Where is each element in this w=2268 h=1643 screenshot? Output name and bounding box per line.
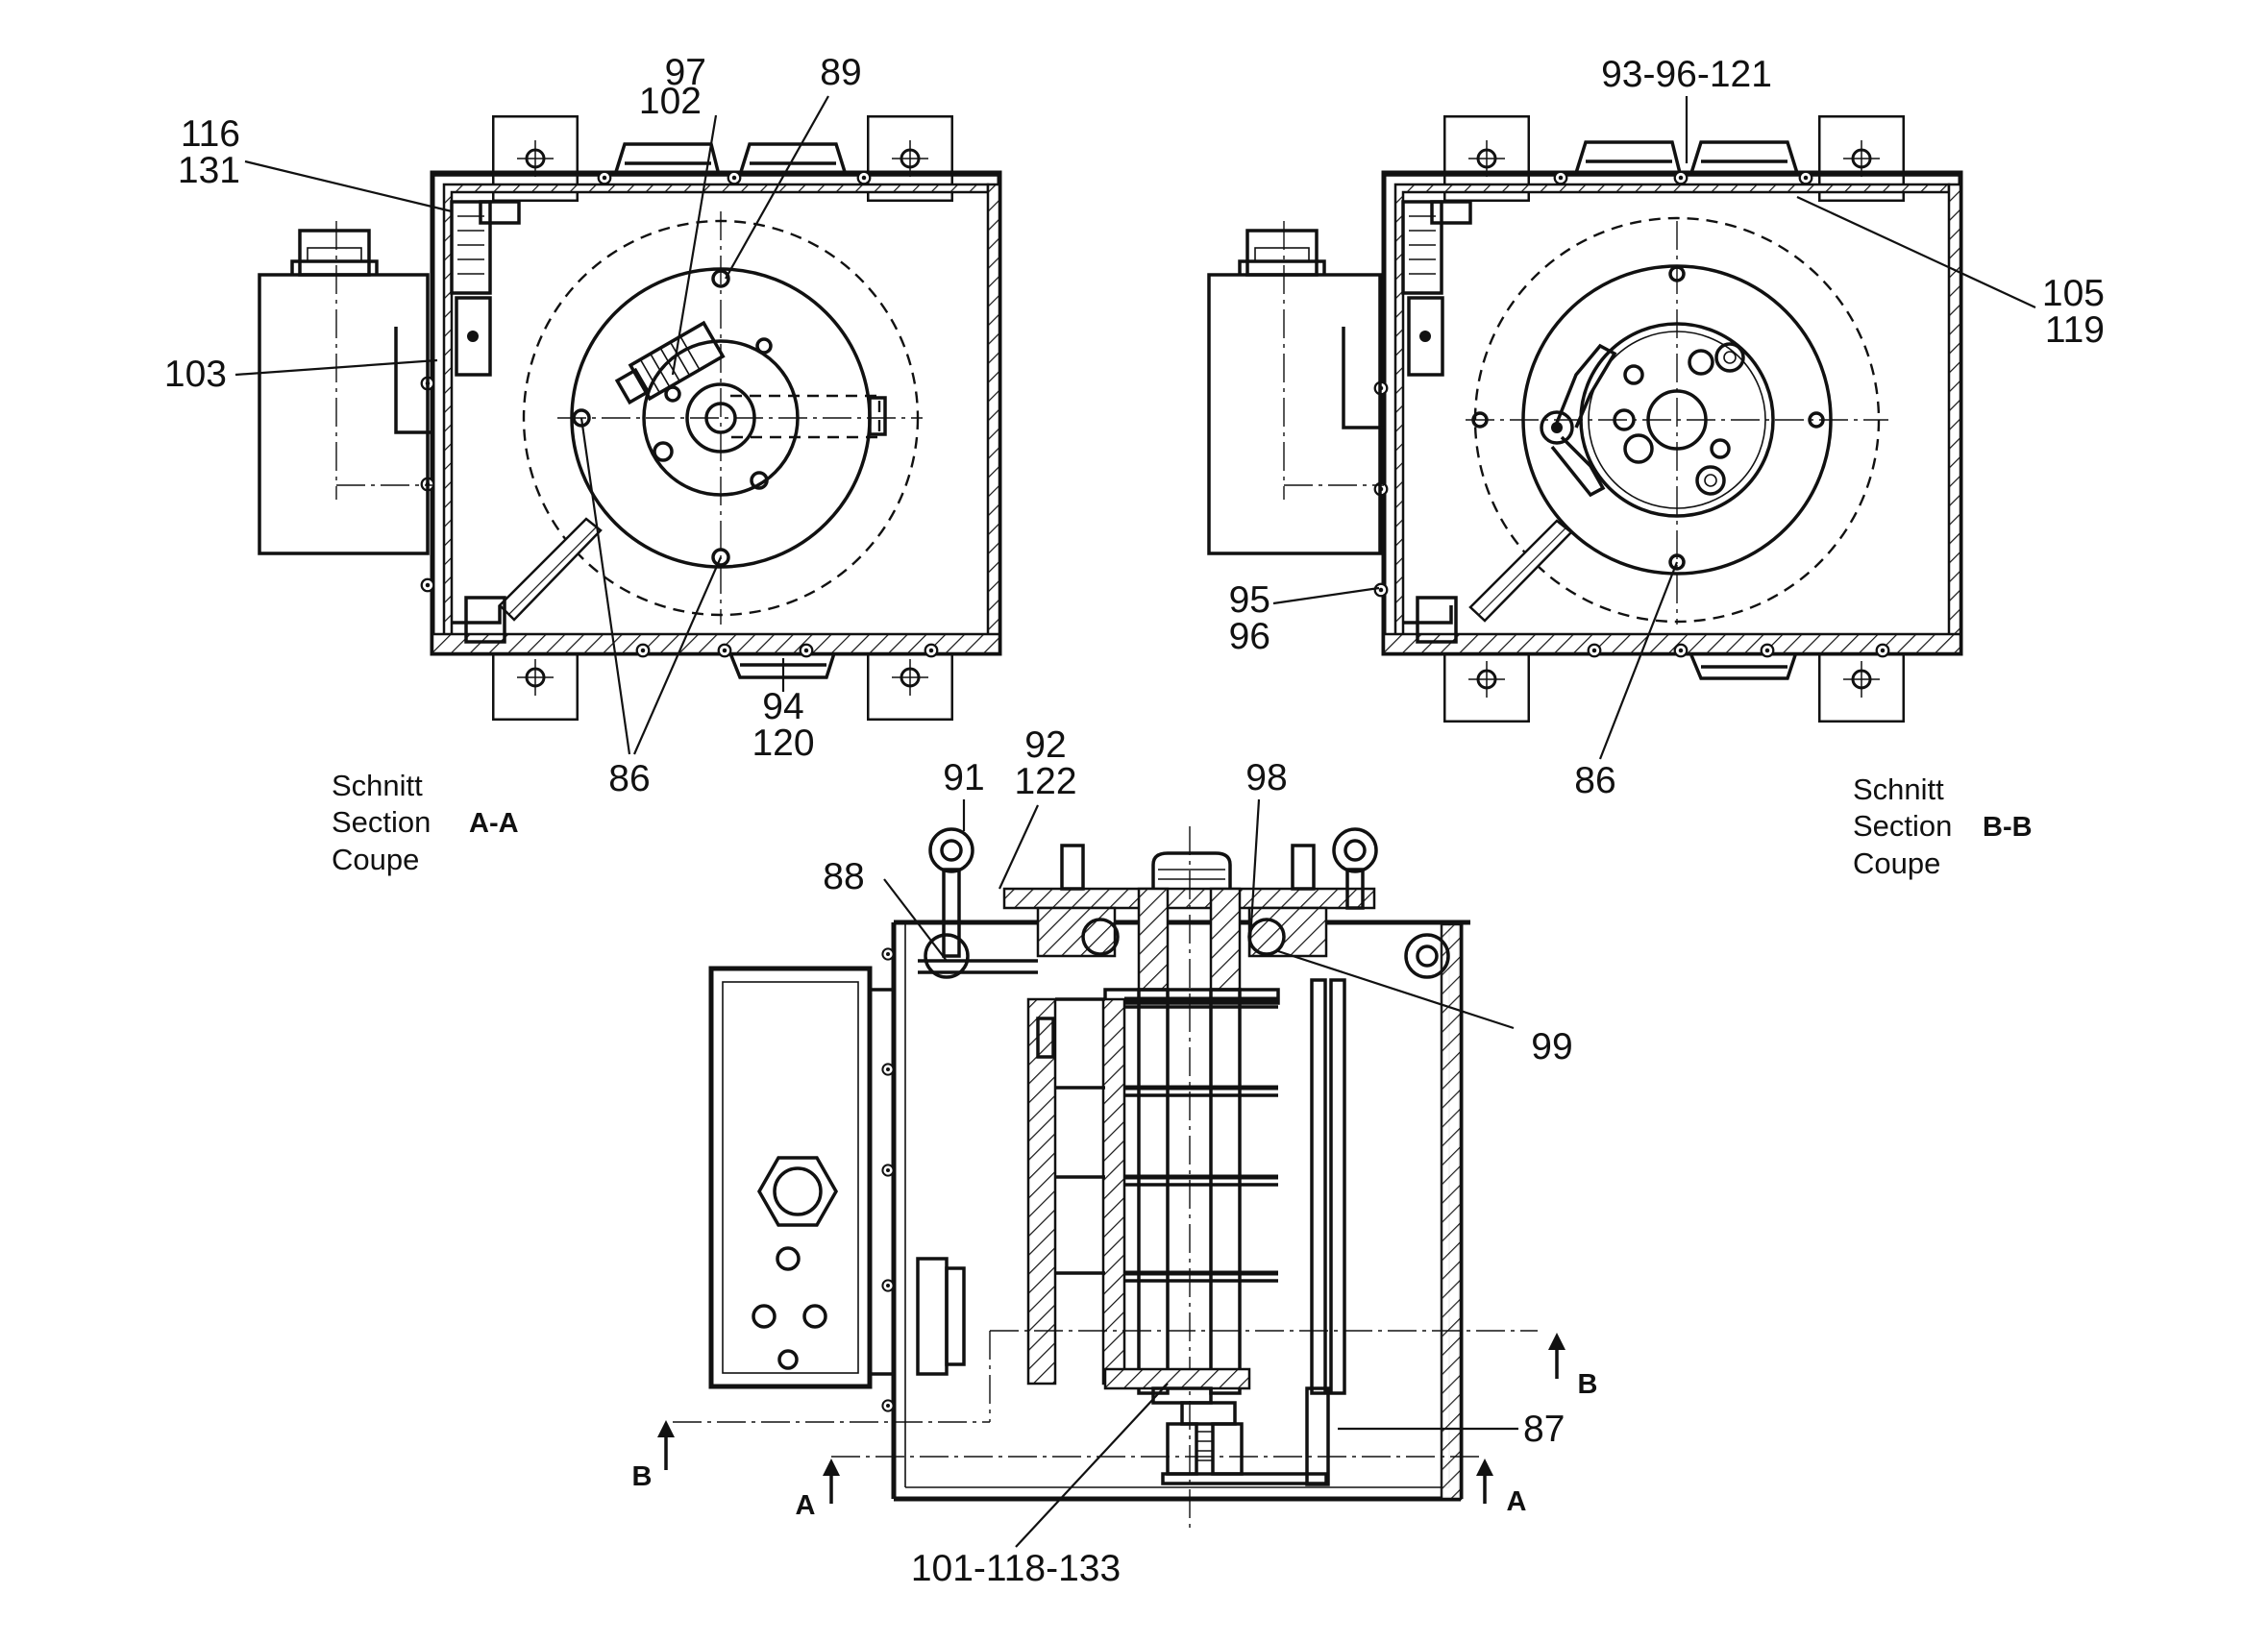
front-view-labels: 91 92 122 98 88 99 87 101-118-133 B B A … [632,724,1598,1589]
callout-101-118-133: 101-118-133 [911,1548,1121,1589]
cut-mark-b-right: B [1578,1369,1598,1400]
leader-line [1796,196,2036,308]
housing-outline [1381,170,1963,656]
callout-99: 99 [1531,1026,1572,1067]
eyebolt [1332,827,1378,873]
slip-ring [1055,997,1105,1275]
terminal-box [708,966,873,1389]
section-designation: B-B [1983,812,2033,843]
section-label-line-1: Schnitt [1853,772,1944,806]
callout-98: 98 [1245,757,1287,798]
callout-87: 87 [1523,1409,1565,1450]
leader-line [234,358,438,377]
section-aa-view [258,115,1002,721]
callout-116: 116 [181,113,240,155]
callout-86: 86 [1574,760,1615,801]
section-label-line-3: Coupe [332,843,419,876]
front-view [673,826,1538,1528]
eyebolt [928,827,974,873]
carry-handle [1689,654,1797,680]
section-aa-labels: 97 102 89 116 131 103 94 120 86 Schnitt … [164,52,862,876]
leader-line [1015,1383,1169,1548]
leader-line [671,114,718,376]
leader-line [998,804,1039,890]
section-label-line-2: Section [1853,809,1952,843]
cut-mark-a-right: A [1507,1486,1527,1517]
section-designation: A-A [469,808,519,839]
callout-91: 91 [943,757,984,798]
leader-line [1598,561,1679,760]
section-bb-labels: 93-96-121 105 119 95 96 86 Schnitt Secti… [1229,54,2105,880]
callout-89: 89 [820,52,861,93]
leader-line [1277,949,1515,1030]
section-label-line-1: Schnitt [332,769,423,802]
housing-outline [430,170,1002,656]
callout-92: 92 [1024,724,1066,766]
leader-line [725,95,829,280]
callout-105: 105 [2042,273,2105,314]
callout-86: 86 [608,758,650,799]
callout-88: 88 [823,856,864,897]
carry-handle [613,142,721,176]
carry-handle [1574,140,1682,174]
slip-ring [1124,996,1278,1276]
leader-line [1272,586,1380,605]
callout-93-96-121: 93-96-121 [1601,54,1772,95]
leader-line [1247,798,1261,957]
section-label-line-2: Section [332,805,431,839]
callout-131: 131 [178,150,240,191]
callout-95: 95 [1229,579,1270,621]
leader-line [244,159,453,213]
callout-96: 96 [1229,616,1270,657]
cut-mark-b-left: B [632,1461,653,1492]
callout-120: 120 [752,723,814,764]
callout-97: 97 [665,52,706,93]
terminal-box [258,273,430,555]
carry-handle [738,142,848,176]
callout-119: 119 [2045,309,2105,351]
terminal-box [1207,273,1382,555]
section-bb-view [1207,115,1963,723]
cut-mark-a-left: A [796,1490,816,1521]
carry-handle [1689,140,1799,174]
callout-94: 94 [762,686,803,727]
callout-103: 103 [164,354,227,395]
leader-line [883,878,948,962]
callout-122: 122 [1014,761,1076,802]
housing-outline [891,922,1464,1502]
section-label-line-3: Coupe [1853,846,1940,880]
leader-line [632,556,723,755]
leader-line [579,417,631,755]
callout-102: 102 [639,81,702,122]
